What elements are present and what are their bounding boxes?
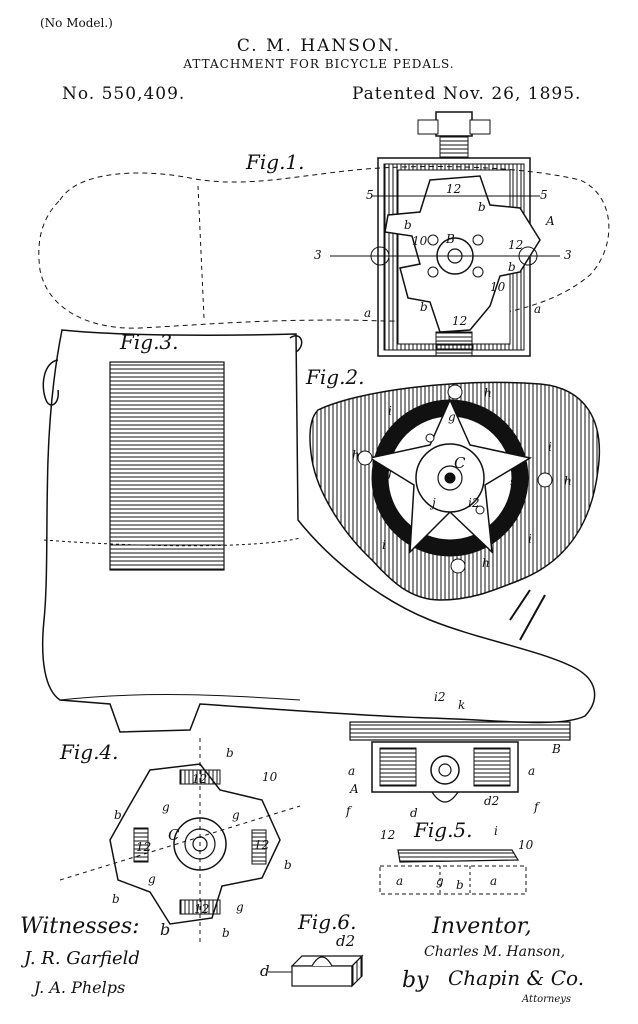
patent-title: ATTACHMENT FOR BICYCLE PEDALS. (183, 57, 455, 71)
by-label: by (402, 968, 429, 993)
fig1-ref: a (534, 302, 542, 316)
fig1-ref: 5 (366, 188, 374, 202)
witness-signature-1: J. R. Garfield (24, 948, 140, 969)
fig2-ref: i (548, 440, 552, 454)
fig4-ref: 10 (262, 770, 278, 784)
witnesses-mark: b (160, 920, 171, 939)
fig6-ref: d (260, 962, 270, 980)
attorney-signature: Chapin & Co. (448, 966, 585, 990)
fig5-label: Fig.5. (414, 818, 473, 842)
fig5-ref: k (458, 698, 466, 712)
patent-date: Patented Nov. 26, 1895. (352, 84, 582, 104)
fig5-ref: 12 (380, 828, 396, 842)
fig1-drawing (38, 111, 610, 357)
fig4-ref: b (112, 892, 120, 906)
inventor-signature: Charles M. Hanson, (424, 944, 566, 960)
fig5-ref: d (410, 806, 418, 820)
fig2-ref: h (564, 474, 572, 488)
fig2-ref: i (382, 538, 386, 552)
fig1-ref: b (404, 218, 412, 232)
fig5-ref: f (346, 804, 351, 818)
fig2-ref: g (444, 536, 452, 550)
fig1-ref: 12 (446, 182, 462, 196)
fig2-ref: h (482, 556, 490, 570)
fig1-ref: 3 (314, 248, 322, 262)
fig1-ref: a (364, 306, 372, 320)
fig2-ref: j (432, 496, 436, 510)
fig5-ref: i2 (434, 690, 446, 704)
fig3-label: Fig.3. (120, 330, 179, 354)
fig5-ref: i (494, 824, 498, 838)
fig5-ref: a (490, 874, 498, 888)
fig4-ref: b (284, 858, 292, 872)
fig4-ref: g (232, 808, 240, 822)
fig6-label: Fig.6. (298, 910, 357, 934)
fig2-ref: i (388, 404, 392, 418)
fig1-ref: 10 (490, 280, 506, 294)
fig1-ref: 12 (508, 238, 524, 252)
fig5-ref: b (456, 878, 464, 892)
fig4-ref: g (162, 800, 170, 814)
fig4-ref: b (226, 746, 234, 760)
fig3-drawing (41, 329, 596, 803)
fig1-label: Fig.1. (246, 150, 305, 174)
fig5-ref: a (348, 764, 356, 778)
fig2-ref: i (528, 532, 532, 546)
fig5-detail (379, 849, 527, 895)
witness-signature-2: J. A. Phelps (34, 978, 126, 997)
fig4-ref: g (148, 872, 156, 886)
fig1-ref: 10 (412, 234, 428, 248)
fig6-ref: d2 (336, 932, 356, 950)
fig5-ref: a (396, 874, 404, 888)
fig4-ref: 12 (254, 838, 270, 852)
fig5-ref: f (534, 800, 539, 814)
fig2-ref: h (352, 448, 360, 462)
fig1-ref: b (420, 300, 428, 314)
fig1-spindle-nut (435, 111, 473, 137)
fig4-ref: g (236, 900, 244, 914)
fig1-ref: 5 (540, 188, 548, 202)
fig4-drawing (59, 738, 301, 944)
fig1-sole-outline (38, 166, 610, 329)
fig4-label: Fig.4. (60, 740, 119, 764)
fig1-ref: A (546, 214, 555, 228)
fig4-ref: C (168, 826, 180, 844)
fig2-bolt (447, 384, 463, 400)
fig1-ref: 12 (452, 314, 468, 328)
fig2-label: Fig.2. (306, 365, 365, 389)
fig2-ref: g (510, 472, 518, 486)
fig3-elastic-gore (109, 361, 225, 571)
fig1-ref: b (478, 200, 486, 214)
fig3-pull-loop (42, 359, 59, 406)
patent-number: No. 550,409. (62, 84, 186, 104)
fig2-ref: h (484, 386, 492, 400)
fig2-ref: g (448, 410, 456, 424)
fig5-ref: g (436, 874, 444, 888)
fig5-ref: a (528, 764, 536, 778)
fig1-ref: 3 (564, 248, 572, 262)
fig2-ref: C (454, 454, 466, 472)
fig2-ref: g (384, 466, 392, 480)
fig4-ref: 12 (192, 772, 208, 786)
inventor-heading: C. M. HANSON. (236, 36, 402, 56)
witnesses-label: Witnesses: (20, 914, 140, 939)
model-note: (No Model.) (40, 16, 113, 30)
fig5-ref: d2 (484, 794, 500, 808)
inventor-label: Inventor, (432, 914, 532, 939)
fig4-ref: 12 (194, 902, 210, 916)
fig5-ref: A (350, 782, 359, 796)
fig5-ref: B (552, 742, 561, 756)
fig5-ref: 10 (518, 838, 534, 852)
fig6-drawing (268, 954, 364, 988)
fig4-ref: b (114, 808, 122, 822)
fig1-ref: b (508, 260, 516, 274)
fig2-drawing (309, 381, 601, 601)
fig2-ref: i2 (468, 496, 480, 510)
fig4-ref: 12 (136, 840, 152, 854)
fig1-ref: B (446, 232, 455, 246)
fig4-ref: b (222, 926, 230, 940)
attorneys-label: Attorneys (522, 994, 572, 1005)
